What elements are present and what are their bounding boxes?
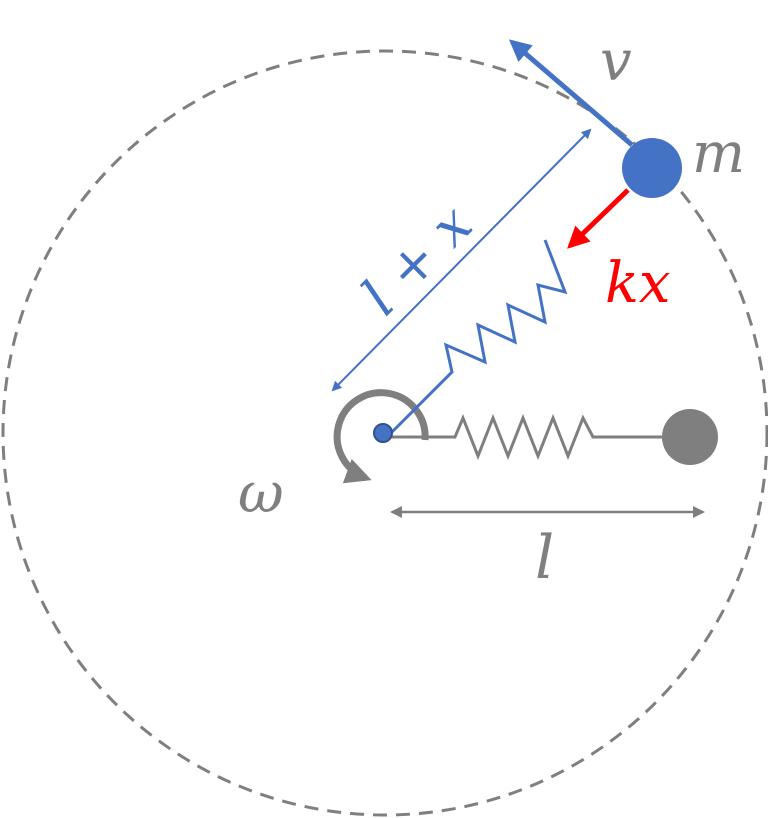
mass xyxy=(622,138,682,198)
rest-mass xyxy=(662,409,718,465)
stretched-length-label: l + x xyxy=(350,193,485,328)
rest-length-label: l xyxy=(535,523,554,593)
velocity-label: v xyxy=(600,29,632,94)
rotation-arrow-icon xyxy=(333,389,429,484)
spring-force-arrow xyxy=(567,188,630,249)
spring-force-label: kx xyxy=(605,251,671,316)
pivot xyxy=(373,423,393,443)
mass-label: m xyxy=(692,121,745,186)
rest-spring xyxy=(388,413,662,461)
stretched-length-arrow xyxy=(331,128,592,392)
velocity-arrow xyxy=(508,39,634,147)
angular-velocity-label: ω xyxy=(238,461,284,526)
orbit-circle xyxy=(1,49,768,817)
